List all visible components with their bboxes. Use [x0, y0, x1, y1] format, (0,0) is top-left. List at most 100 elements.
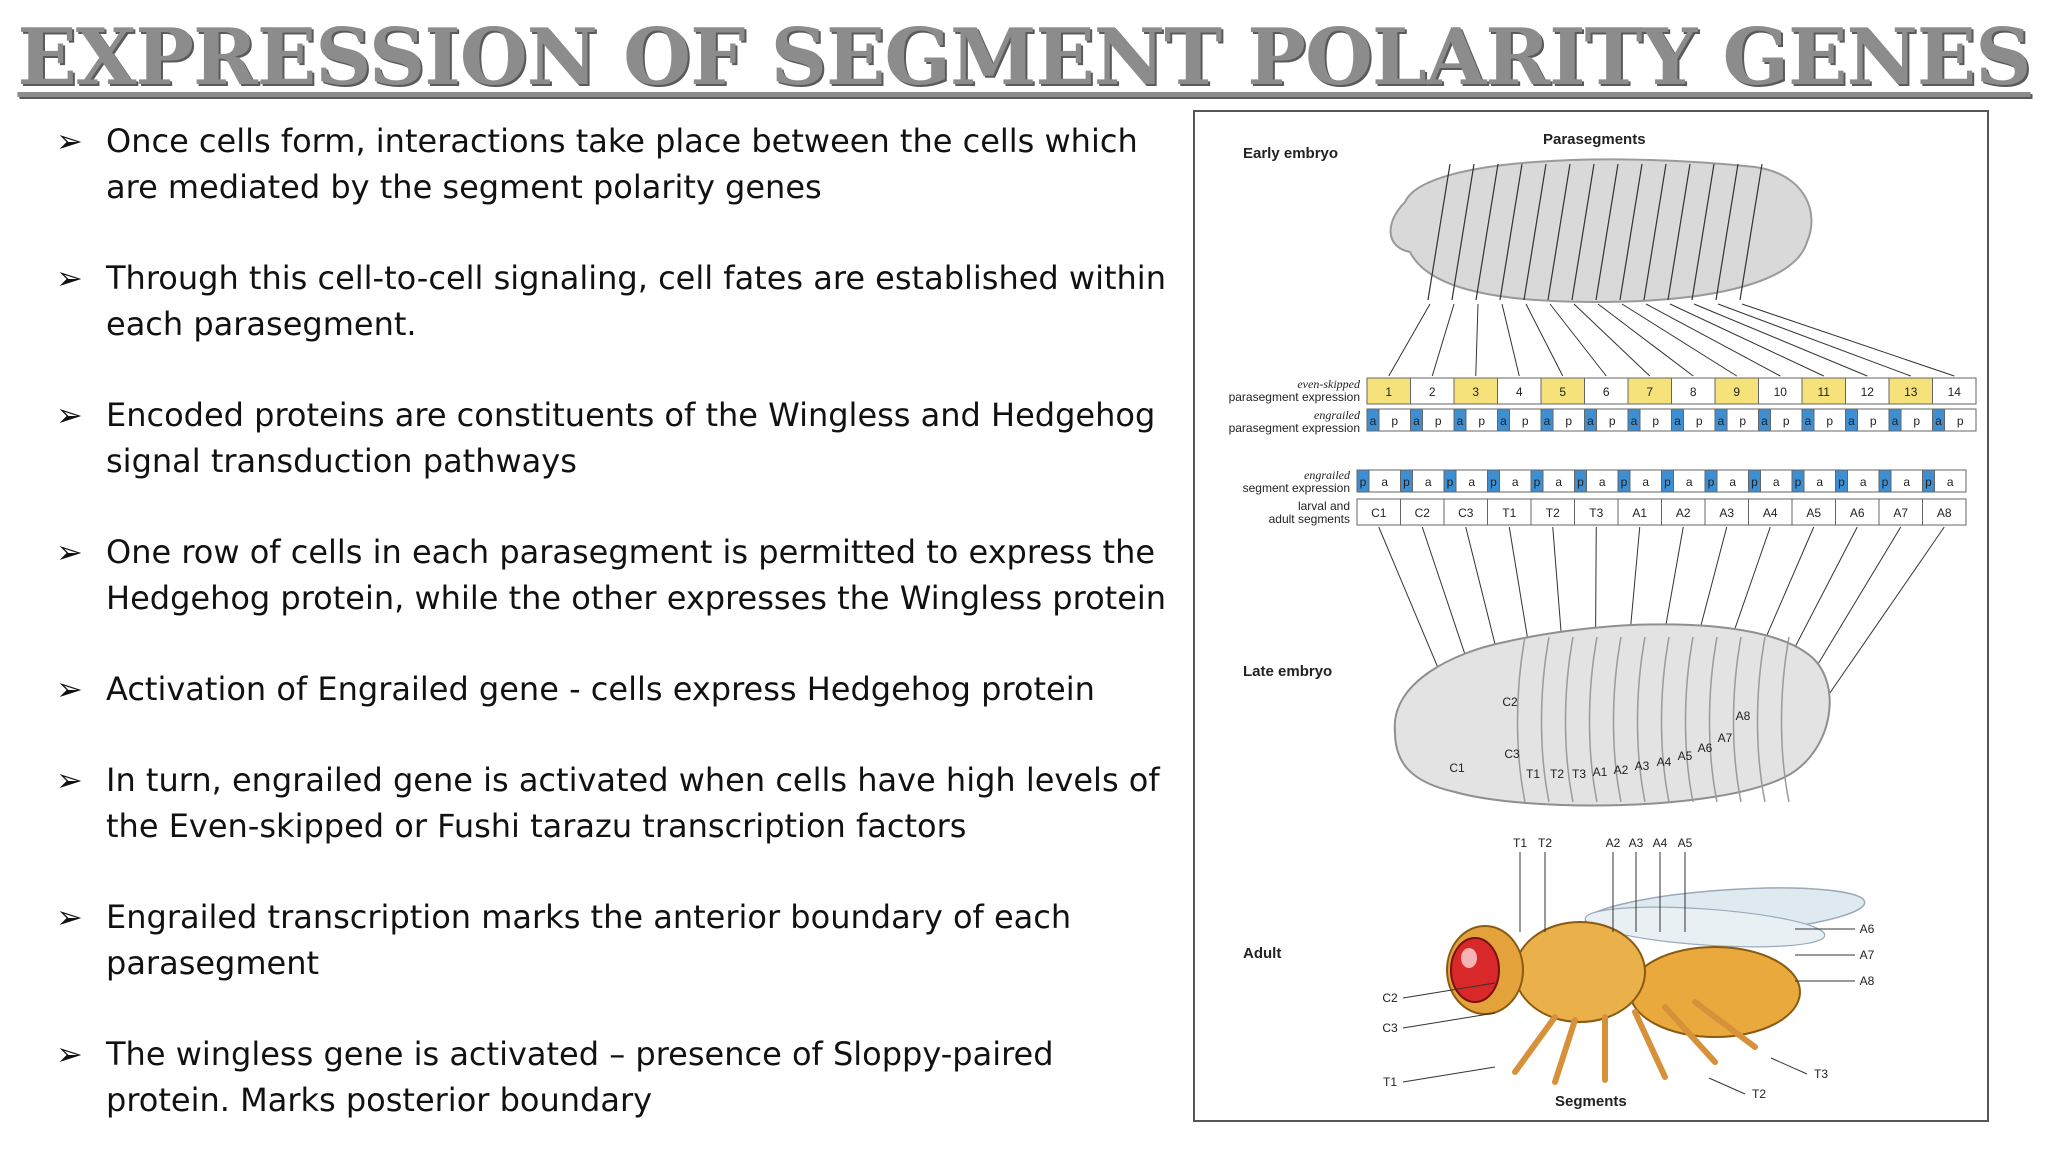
parasegment-cell [1453, 377, 1498, 405]
fly-eye [1450, 937, 1500, 1003]
larval-segment-label: A5 [1806, 506, 1821, 520]
late-embryo-ridge [1684, 636, 1694, 803]
larval-segment-label: A6 [1850, 506, 1865, 520]
late-embryo-segment-label: A1 [1593, 765, 1608, 779]
segmentation-figure: Early embryo Parasegments Late embryo Ad… [1193, 110, 1989, 1122]
larval-segment-label: T1 [1502, 506, 1516, 520]
cell-a-label: a [1370, 414, 1377, 428]
late-embryo-segments [1516, 636, 1790, 803]
late-embryo-segment-label: A3 [1635, 759, 1650, 773]
cell-a-label: a [1425, 475, 1432, 489]
larval-segment-cell [1400, 498, 1445, 526]
larval-segment-label: A8 [1937, 506, 1952, 520]
fly-legs [1512, 999, 1758, 1085]
bullet-item: ➢ Activation of Engrailed gene - cells ex… [56, 666, 1186, 712]
parasegment-cell [1366, 377, 1411, 405]
cell-p-label: p [1826, 414, 1833, 428]
embryo-stripe-line [1547, 163, 1571, 301]
bullet-text: In turn, engrailed gene is activated whe… [106, 761, 1160, 845]
fan-line [1501, 303, 1520, 377]
cell-a-label: a [1631, 414, 1638, 428]
late-embryo-ridge [1564, 636, 1574, 803]
cell-a-label: a [1718, 414, 1725, 428]
parasegment-number: 10 [1774, 385, 1788, 399]
late-embryo-ridge [1540, 636, 1550, 803]
adult-bottom-leader [1708, 1077, 1746, 1095]
embryo-stripe-line [1739, 163, 1763, 301]
larval-label: larval and [1298, 499, 1350, 513]
cell-p-label: p [1957, 414, 1964, 428]
cell-a-label: a [1860, 475, 1867, 489]
cell-a-label: a [1674, 414, 1681, 428]
cell-p-label: p [1565, 414, 1572, 428]
late-embryo-segment-label: A6 [1698, 741, 1713, 755]
late-embryo-segment-label: A4 [1657, 755, 1672, 769]
adult-label: Adult [1243, 945, 1281, 962]
arrow-bullet-icon: ➢ [56, 396, 83, 434]
larval-segment-cell [1748, 498, 1793, 526]
adult-left-label: C3 [1382, 1021, 1398, 1035]
fan-line [1645, 303, 1781, 377]
cell-p-label: p [1577, 475, 1584, 489]
bullet-text: Through this cell-to-cell signaling, cel… [106, 259, 1166, 343]
parasegment-number: 11 [1818, 385, 1831, 399]
fan-line [1388, 303, 1431, 377]
parasegment-cell [1410, 377, 1455, 405]
parasegment-number: 6 [1603, 385, 1610, 399]
fan-line [1669, 303, 1824, 377]
cell-a-label: a [1848, 414, 1855, 428]
cell-a-label: a [1816, 475, 1823, 489]
parasegment-number: 5 [1559, 385, 1566, 399]
arrow-bullet-icon: ➢ [56, 898, 83, 936]
cell-p-label: p [1870, 414, 1877, 428]
cell-p-label: p [1783, 414, 1790, 428]
late-embryo-ridge [1516, 636, 1526, 803]
parasegment-number: 8 [1690, 385, 1697, 399]
late-embryo-label: Late embryo [1243, 663, 1332, 680]
early-embryo-segment-lines [1427, 163, 1763, 301]
late-embryo-ridge [1612, 636, 1622, 803]
late-embryo-segment-label: A8 [1736, 709, 1751, 723]
cell-a-label: a [1947, 475, 1954, 489]
cell-a-label: a [1599, 475, 1606, 489]
engrailed-white-cell [1944, 408, 1977, 432]
embryo-stripe-line [1523, 163, 1547, 301]
bullet-item: ➢One row of cells in each parasegment is… [56, 529, 1186, 621]
cell-p-label: p [1621, 475, 1628, 489]
bullet-text: Once cells form, interactions take place… [106, 122, 1138, 206]
larval-segment-cell [1922, 498, 1967, 526]
bullet-text: Activation of Engrailed gene - cells exp… [106, 670, 1095, 708]
bullet-item: ➢In turn, engrailed gene is activated wh… [56, 757, 1186, 849]
segmentation-diagram: Early embryo Parasegments Late embryo Ad… [1229, 131, 1977, 1110]
cell-p-label: p [1708, 475, 1715, 489]
larval-segment-cell [1617, 498, 1662, 526]
adult-right-label: A6 [1860, 922, 1875, 936]
late-embryo-ridge [1732, 636, 1742, 803]
cell-a-label: a [1903, 475, 1910, 489]
cell-p-label: p [1925, 475, 1932, 489]
cell-a-label: a [1555, 475, 1562, 489]
adult-top-label: A2 [1606, 836, 1621, 850]
cell-a-label: a [1773, 475, 1780, 489]
embryo-stripe-line [1475, 163, 1499, 301]
late-embryo-segment-label: A7 [1718, 731, 1733, 745]
fan-line [1597, 303, 1694, 377]
late-embryo-segment-label: C1 [1449, 761, 1465, 775]
parasegment-cell [1888, 377, 1933, 405]
segments-label: Segments [1555, 1093, 1627, 1110]
bullet-item: ➢Once cells form, interactions take plac… [56, 118, 1186, 210]
embryo-stripe-line [1667, 163, 1691, 301]
arrow-bullet-icon: ➢ [56, 670, 83, 708]
embryo-stripe-line [1691, 163, 1715, 301]
engrailed-seg-white-cell [1934, 469, 1967, 493]
late-embryo-segment-label: T3 [1572, 767, 1586, 781]
larval-segment-label: T2 [1546, 506, 1560, 520]
bullet-text: The wingless gene is activated – presenc… [106, 1035, 1054, 1119]
parasegment-number: 7 [1646, 385, 1653, 399]
cell-p-label: p [1391, 414, 1398, 428]
bullet-item: ➢Engrailed transcription marks the anter… [56, 894, 1186, 986]
cell-p-label: p [1795, 475, 1802, 489]
